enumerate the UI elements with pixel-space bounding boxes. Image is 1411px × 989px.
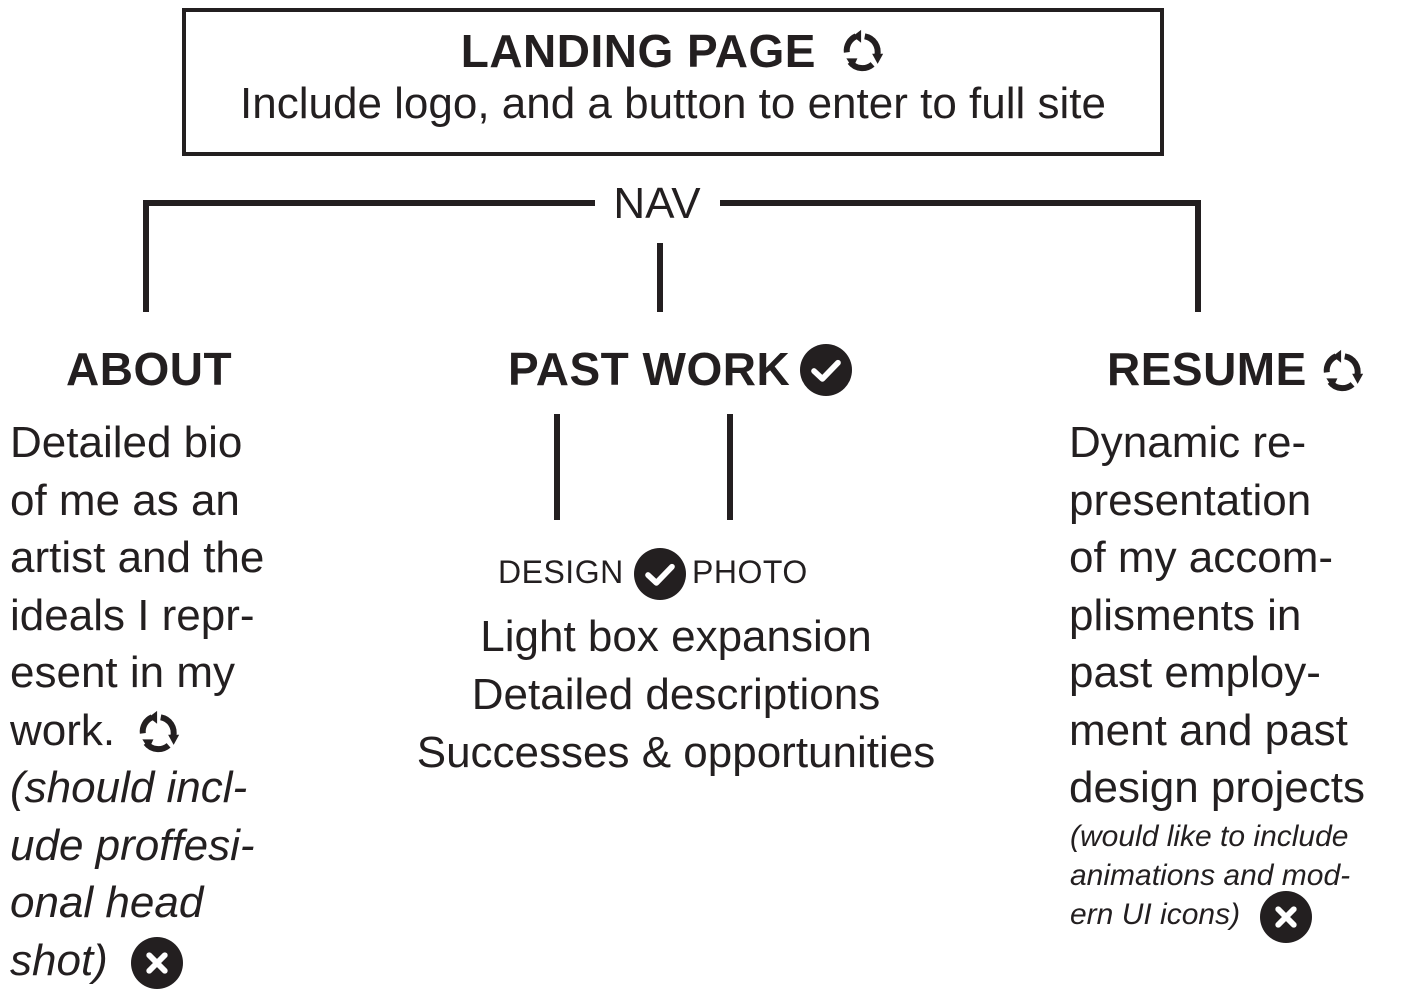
photo-label: PHOTO [692, 554, 808, 590]
past-work-title: PAST WORK [508, 343, 791, 395]
nav-line-left [143, 200, 595, 206]
resume-title: RESUME [1107, 343, 1307, 395]
nav-drop-resume [1195, 200, 1201, 312]
about-description: Detailed bio of me as an artist and the … [10, 418, 265, 755]
landing-page-title: LANDING PAGE [460, 25, 816, 77]
check-circle-icon [634, 548, 686, 600]
landing-page-description: Include logo, and a button to enter to f… [240, 79, 1106, 128]
landing-page-title-row: LANDING PAGE [186, 26, 1160, 76]
about-title: ABOUT [66, 343, 233, 395]
x-circle-icon [131, 937, 183, 989]
recycle-icon [135, 709, 181, 755]
x-circle-icon [1260, 891, 1312, 943]
resume-note: (would like to include animations and mo… [1070, 820, 1351, 931]
check-circle-icon [800, 344, 852, 396]
about-note: (should incl- ude proffesi- onal head sh… [10, 763, 255, 985]
nav-line-right [720, 200, 1201, 206]
feature-line: Light box expansion [480, 612, 872, 661]
feature-line: Detailed descriptions [471, 670, 881, 719]
recycle-icon [839, 28, 885, 74]
feature-line: Successes & opportunities [416, 728, 936, 777]
branch-line-design [554, 414, 560, 520]
nav-label: NAV [613, 179, 701, 228]
recycle-icon [1319, 348, 1365, 394]
nav-drop-past-work [657, 243, 663, 312]
resume-description: Dynamic re- presentation of my accom- pl… [1069, 418, 1365, 812]
nav-drop-about [143, 200, 149, 312]
design-label: DESIGN [498, 554, 624, 590]
branch-line-photo [727, 414, 733, 520]
landing-page-box: LANDING PAGE Include logo, and a button … [182, 8, 1164, 156]
